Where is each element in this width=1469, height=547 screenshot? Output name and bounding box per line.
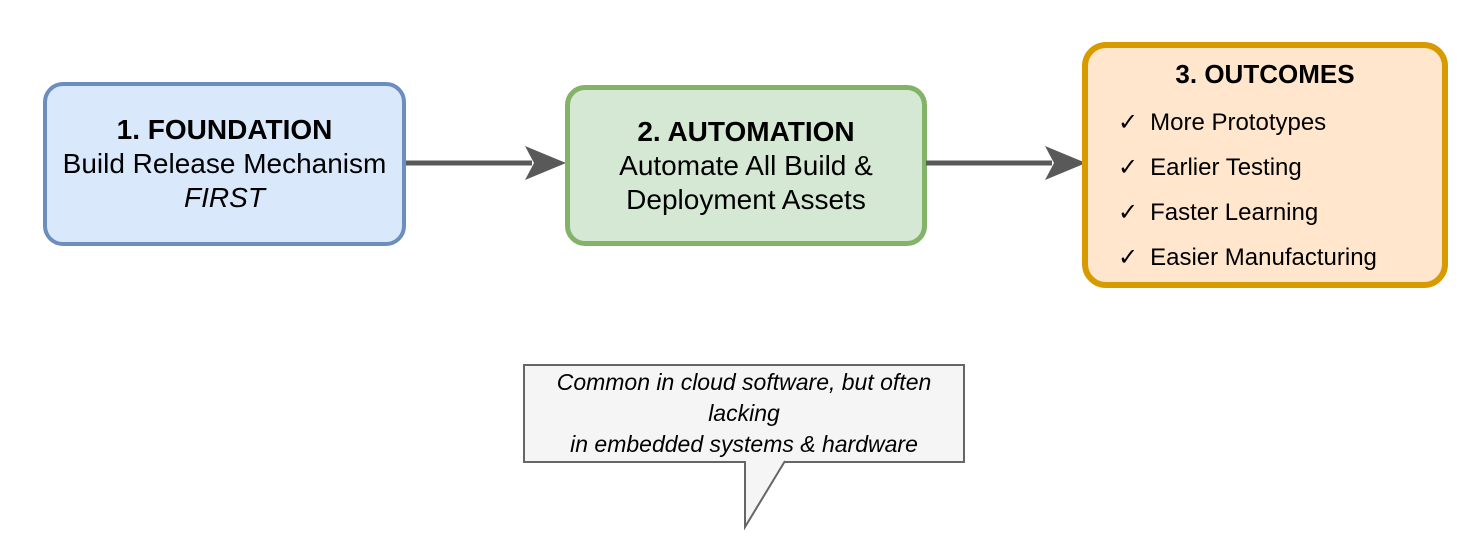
outcome-item: ✓ More Prototypes: [1118, 100, 1442, 145]
foundation-emphasis: FIRST: [184, 182, 265, 213]
automation-line-1: Automate All Build &: [619, 149, 873, 181]
foundation-title: 1. FOUNDATION: [116, 114, 333, 145]
outcome-label: Earlier Testing: [1150, 154, 1302, 181]
automation-line-2: Deployment Assets: [626, 183, 866, 215]
outcomes-list: ✓ More Prototypes ✓ Earlier Testing ✓ Faste…: [1088, 100, 1442, 280]
check-icon: ✓: [1118, 154, 1139, 181]
outcomes-title: 3. OUTCOMES: [1175, 59, 1355, 89]
check-icon: ✓: [1118, 244, 1139, 271]
automation-title: 2. AUTOMATION: [637, 115, 855, 147]
callout-line-2: in embedded systems & hardware: [570, 431, 918, 457]
foundation-line: Build Release Mechanism: [62, 148, 387, 179]
callout-line-1: Common in cloud software, but often lack…: [556, 369, 932, 426]
arrow-automation-to-outcomes: [926, 146, 1086, 180]
outcome-item: ✓ Easier Manufacturing: [1118, 235, 1442, 280]
check-icon: ✓: [1118, 109, 1139, 136]
outcome-label: More Prototypes: [1150, 109, 1327, 136]
arrow-foundation-to-automation: [406, 146, 566, 180]
check-icon: ✓: [1118, 199, 1139, 226]
outcome-item: ✓ Earlier Testing: [1118, 145, 1442, 190]
automation-box[interactable]: 2. AUTOMATION Automate All Build & Deplo…: [565, 85, 927, 246]
outcome-item: ✓ Faster Learning: [1118, 190, 1442, 235]
outcomes-box[interactable]: 3. OUTCOMES ✓ More Prototypes ✓ Earlier Te…: [1082, 42, 1448, 288]
foundation-box[interactable]: 1. FOUNDATION Build Release Mechanism FI…: [43, 82, 406, 246]
outcome-label: Faster Learning: [1150, 199, 1319, 226]
callout-bubble[interactable]: Common in cloud software, but often lack…: [523, 364, 965, 463]
outcome-label: Easier Manufacturing: [1150, 244, 1377, 271]
callout-tail: [744, 458, 786, 531]
